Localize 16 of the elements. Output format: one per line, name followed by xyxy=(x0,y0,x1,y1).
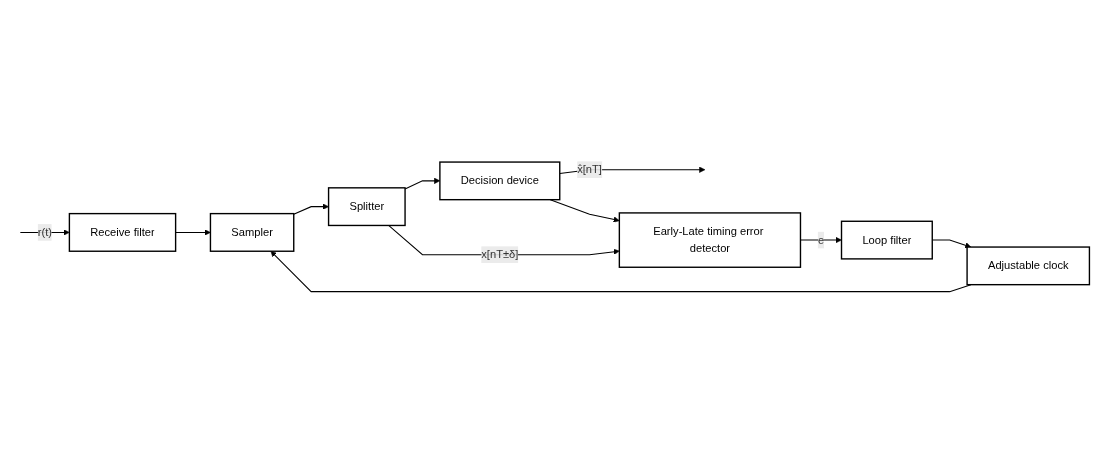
edge-label: x̂[nT] xyxy=(576,162,602,175)
node-box: Early-Late timing error detector xyxy=(618,211,801,268)
edge-label: r(t) xyxy=(37,225,52,238)
node-box: Splitter xyxy=(327,186,406,226)
arrow xyxy=(270,250,971,292)
edge-label: e xyxy=(817,233,824,246)
node-box: Loop filter xyxy=(840,220,933,260)
node-box: Adjustable clock xyxy=(965,245,1090,285)
arrow xyxy=(799,236,842,243)
node-box: Sampler xyxy=(209,212,294,252)
arrow xyxy=(292,203,329,215)
arrow xyxy=(404,177,440,189)
node-box: Decision device xyxy=(438,160,560,200)
edge-label: x[nT±δ] xyxy=(480,247,518,260)
node-box: Receive filter xyxy=(68,212,176,252)
arrow xyxy=(931,239,971,248)
